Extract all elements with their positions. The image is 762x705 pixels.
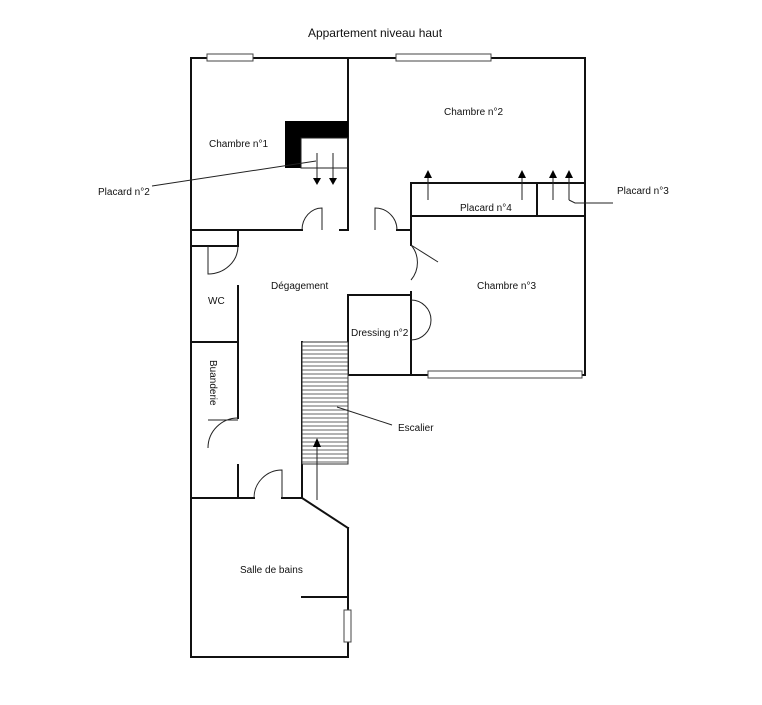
window-chambre3 (427, 370, 583, 379)
staircase (301, 341, 349, 500)
label-salle-de-bains: Salle de bains (240, 565, 303, 576)
placard4-arrows (424, 170, 573, 200)
windows (206, 53, 583, 643)
label-escalier: Escalier (398, 423, 434, 434)
placard2-block (285, 121, 349, 185)
callout-lines (151, 160, 613, 426)
door-chambre2 (374, 207, 398, 231)
door-dressing (410, 299, 432, 341)
label-chambre3: Chambre n°3 (477, 281, 536, 292)
label-chambre2: Chambre n°2 (444, 107, 503, 118)
door-buanderie (207, 417, 239, 449)
label-placard3: Placard n°3 (617, 186, 669, 197)
label-chambre1: Chambre n°1 (209, 139, 268, 150)
door-salle-de-bains (253, 469, 283, 499)
label-degagement: Dégagement (271, 281, 328, 292)
label-placard2: Placard n°2 (98, 187, 150, 198)
window-chambre1 (206, 53, 254, 62)
window-salle-de-bains (343, 609, 352, 643)
door-chambre1 (301, 207, 323, 231)
interior-walls (190, 57, 586, 598)
door-chambre3 (410, 244, 418, 281)
doors (207, 207, 439, 499)
plan-title: Appartement niveau haut (308, 26, 443, 40)
label-placard4: Placard n°4 (460, 203, 512, 214)
label-buanderie: Buanderie (207, 360, 218, 406)
window-chambre2 (395, 53, 492, 62)
label-wc: WC (208, 296, 225, 307)
door-wc (207, 245, 239, 275)
label-dressing2: Dressing n°2 (351, 328, 409, 339)
